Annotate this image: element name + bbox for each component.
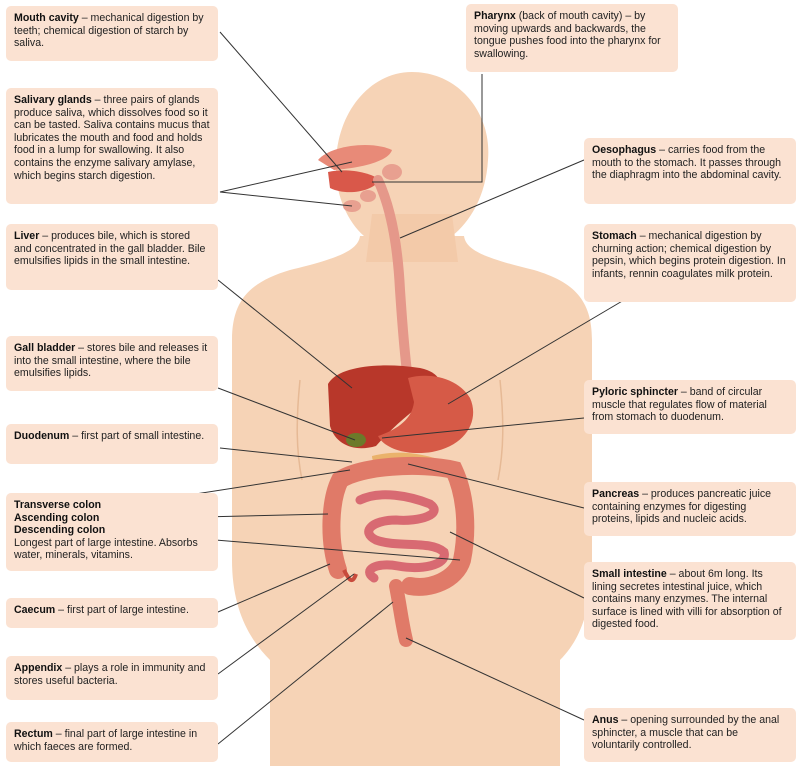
arm-crease-right: [497, 379, 504, 481]
leader-pharynx: [372, 74, 483, 183]
leader-rectum: [217, 601, 394, 745]
small-intestine: [355, 490, 449, 583]
leader-pyloric-sphincter: [381, 417, 585, 439]
mouth-cavity: [328, 170, 380, 193]
nasal-cavity: [318, 145, 392, 170]
label-salivary-glands: Salivary glands – three pairs of glands …: [6, 88, 218, 204]
label-oesophagus: Oesophagus – carries food from the mouth…: [584, 138, 796, 204]
mouth-region: [318, 145, 402, 212]
label-small-intestine: Small intestine – about 6m long. Its lin…: [584, 562, 796, 640]
label-pyloric-sphincter: Pyloric sphincter – band of circular mus…: [584, 380, 796, 434]
leader-mouth-cavity: [219, 31, 343, 173]
neck-outline: [366, 214, 458, 262]
leader-lines: [117, 31, 625, 745]
label-anus: Anus – opening surrounded by the anal sp…: [584, 708, 796, 762]
label-rectum: Rectum – final part of large intestine i…: [6, 722, 218, 762]
leader-salivary-1: [219, 161, 353, 193]
oesophagus-tube: [373, 175, 413, 385]
label-pancreas: Pancreas – produces pancreatic juice con…: [584, 482, 796, 536]
ascending-colon-term: Ascending colon: [14, 511, 100, 524]
leader-salivary-2: [219, 191, 353, 207]
stomach-organ: [378, 375, 474, 454]
leader-appendix: [217, 573, 355, 675]
leader-oesophagus: [399, 159, 585, 239]
large-intestine: [322, 456, 475, 596]
leader-caecum: [217, 563, 331, 613]
rectum-organ: [389, 579, 413, 647]
leader-stomach: [447, 299, 625, 405]
appendix-organ: [342, 569, 358, 583]
label-appendix: Appendix – plays a role in immunity and …: [6, 656, 218, 700]
leader-pancreas: [407, 463, 585, 509]
label-gall-bladder: Gall bladder – stores bile and releases …: [6, 336, 218, 391]
transverse-colon-term: Transverse colon: [14, 499, 102, 511]
label-liver: Liver – produces bile, which is stored a…: [6, 224, 218, 290]
leader-duodenum: [219, 447, 353, 463]
salivary-gland-submandibular: [360, 190, 376, 202]
arm-crease-left: [296, 379, 303, 481]
label-caecum: Caecum – first part of large intestine.: [6, 598, 218, 628]
leader-anus: [405, 637, 585, 721]
colon-description: Longest part of large intestine. Absorbs…: [14, 536, 198, 562]
label-pharynx: Pharynx (back of mouth cavity) – by movi…: [466, 4, 678, 72]
leader-gall-bladder: [217, 387, 356, 441]
label-stomach: Stomach – mechanical digestion by churni…: [584, 224, 796, 302]
label-colon: Transverse colon Ascending colon Descend…: [6, 493, 218, 571]
leader-small-intestine: [449, 531, 585, 599]
descending-colon-term: Descending colon: [14, 524, 106, 537]
gall-bladder-organ: [346, 433, 366, 447]
label-duodenum: Duodenum – first part of small intestine…: [6, 424, 218, 464]
label-mouth-cavity: Mouth cavity – mechanical digestion by t…: [6, 6, 218, 61]
salivary-gland-parotid: [382, 164, 402, 180]
leader-liver: [217, 279, 353, 389]
